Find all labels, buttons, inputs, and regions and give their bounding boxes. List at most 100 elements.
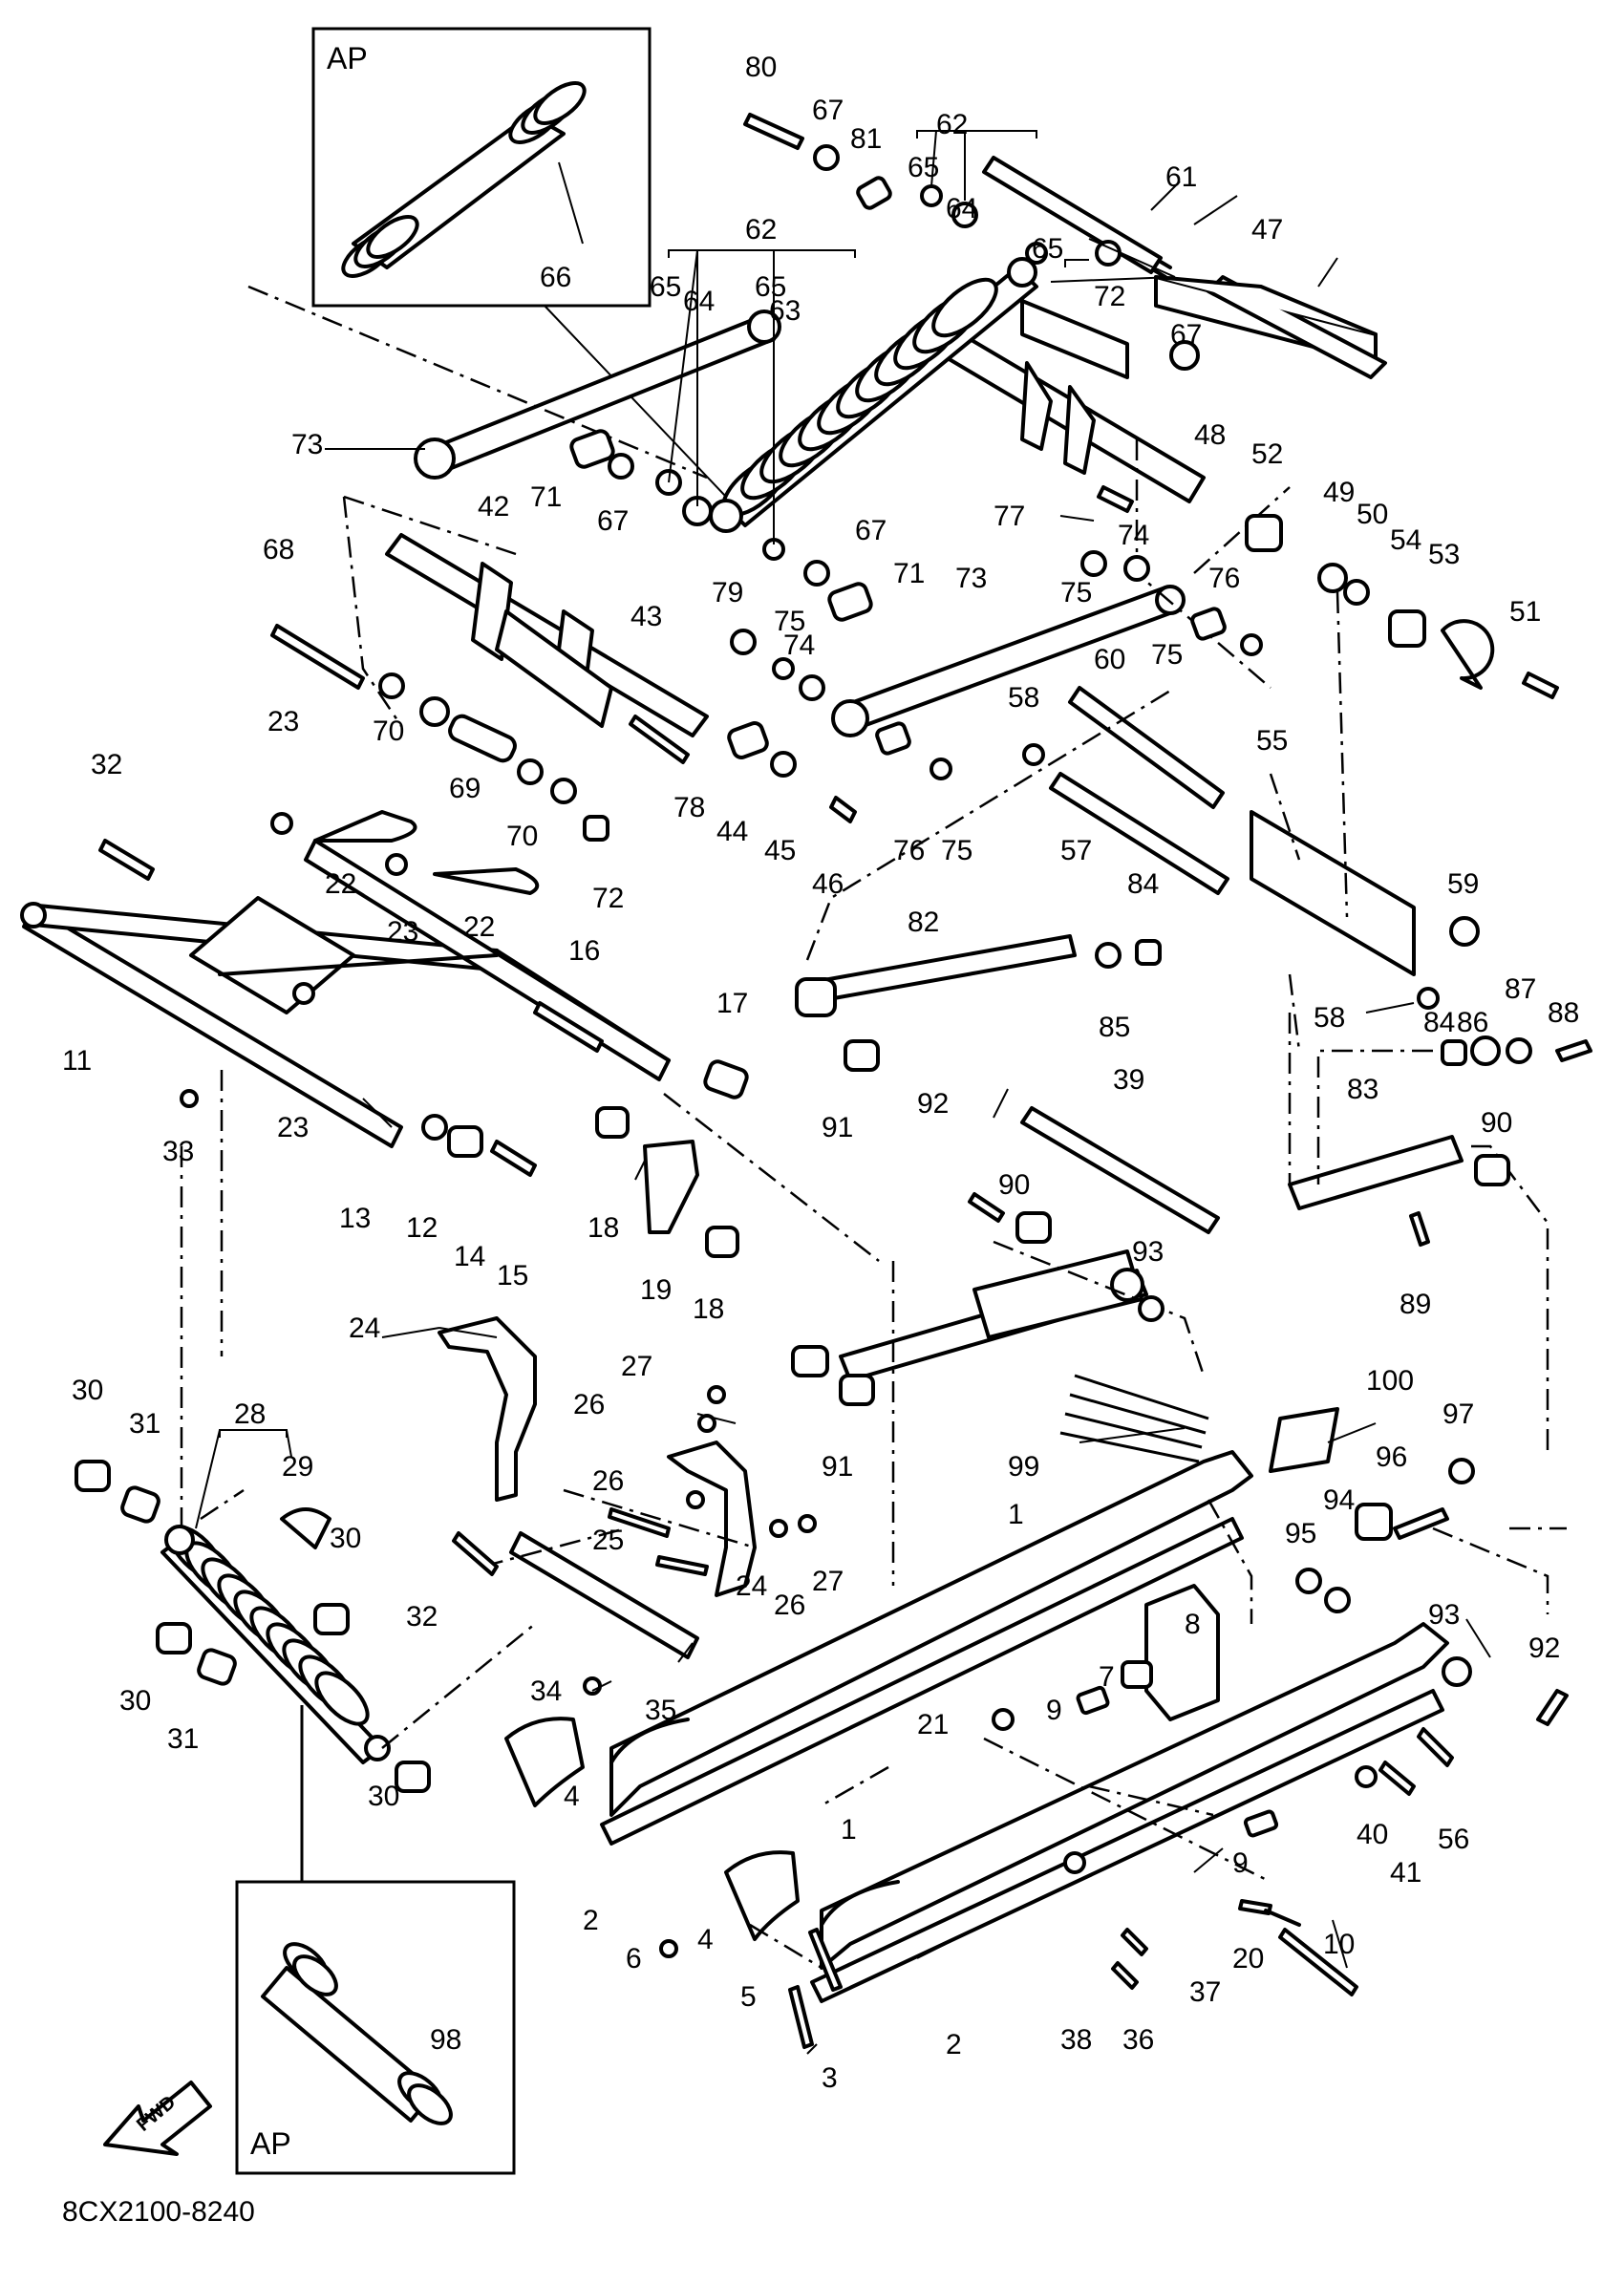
plate-9-b: [1243, 1809, 1279, 1838]
inset-ap-top-label: AP: [327, 41, 368, 75]
part-callout-61: 61: [1165, 161, 1197, 193]
washer-87: [1506, 1037, 1532, 1064]
washer-6: [659, 1939, 678, 1958]
washer-79: [730, 629, 757, 655]
part-callout-94: 94: [1323, 1484, 1355, 1516]
part-callout-64a: 64: [683, 286, 715, 317]
bushing-90-mid: [1015, 1211, 1052, 1244]
part-callout-4a: 4: [564, 1781, 580, 1812]
part-callout-67d: 67: [855, 515, 887, 546]
part-callout-23b: 23: [387, 916, 418, 948]
part-callout-24a: 24: [349, 1313, 380, 1344]
part-callout-23c: 23: [277, 1112, 309, 1143]
part-callout-26b: 26: [592, 1465, 624, 1497]
inset-ap-bottom-frame: [235, 1880, 516, 2175]
part-callout-2b: 2: [946, 2029, 962, 2060]
inset-ap-top: AP: [311, 27, 652, 308]
bolt-80: [743, 113, 804, 150]
part-callout-69: 69: [449, 773, 481, 804]
hook-22-b: [433, 867, 540, 895]
clip-29: [280, 1507, 331, 1549]
nut-23-top: [270, 812, 293, 835]
part-callout-59: 59: [1447, 868, 1479, 900]
part-callout-47: 47: [1251, 214, 1283, 245]
washer-58-top: [1022, 743, 1045, 766]
part-callout-34: 34: [530, 1676, 562, 1707]
part-callout-27a: 27: [621, 1351, 652, 1382]
nut-27-top: [707, 1385, 726, 1404]
part-callout-85: 85: [1099, 1012, 1130, 1043]
fwd-arrow: FWD: [103, 2081, 212, 2156]
part-callout-100: 100: [1366, 1365, 1414, 1397]
part-callout-76a: 76: [1208, 563, 1240, 594]
part-callout-67c: 67: [597, 505, 629, 537]
washer-85: [1095, 942, 1122, 969]
part-callout-62b: 62: [936, 109, 968, 140]
part-callout-13: 13: [339, 1203, 371, 1234]
bolt-25-b: [655, 1555, 709, 1576]
bushing-74-a: [799, 674, 825, 701]
part-callout-91a: 91: [822, 1112, 853, 1143]
bushing-18-a: [595, 1106, 630, 1139]
slide-rail-left: [600, 1450, 1253, 1846]
part-callout-74b: 74: [783, 630, 815, 661]
bracket-55: [1250, 810, 1416, 976]
part-callout-63: 63: [769, 295, 801, 327]
part-callout-74a: 74: [1118, 520, 1149, 551]
washer-45: [770, 751, 797, 778]
nut-59: [1449, 916, 1480, 947]
collar-52: [1245, 514, 1283, 552]
part-callout-40: 40: [1357, 1819, 1388, 1850]
part-callout-31a: 31: [129, 1408, 160, 1440]
part-callout-89: 89: [1400, 1289, 1431, 1320]
rivet-10: [1278, 1928, 1358, 1996]
nipple-89: [1409, 1211, 1430, 1247]
nut-97: [1448, 1458, 1475, 1484]
collar-31-a: [120, 1485, 160, 1524]
bolt-41: [1378, 1761, 1416, 1796]
part-callout-70a: 70: [373, 715, 404, 747]
bolt-46: [829, 796, 857, 823]
bracket-24-lower: [667, 1441, 757, 1597]
bolt-32-bottom: [452, 1531, 499, 1576]
bushing-30-d: [395, 1761, 431, 1793]
part-callout-2a: 2: [583, 1905, 599, 1936]
washer-94: [1324, 1587, 1351, 1613]
hardware: [75, 113, 1592, 2049]
washer-67-left: [608, 453, 634, 480]
rear-arm-assembly: [987, 160, 1387, 379]
part-callout-30d: 30: [368, 1781, 399, 1812]
part-callout-71a: 71: [530, 481, 562, 513]
collar-31-b: [197, 1648, 237, 1686]
part-callout-37: 37: [1189, 1976, 1221, 2008]
part-callout-32b: 32: [406, 1601, 438, 1633]
part-callout-15: 15: [497, 1260, 528, 1291]
bushing-64-a: [951, 202, 978, 228]
bolt-36: [1111, 1961, 1139, 1990]
part-callout-75c: 75: [1151, 639, 1183, 671]
part-callout-38: 38: [1060, 2024, 1092, 2056]
part-callout-26c: 26: [774, 1590, 805, 1621]
part-callout-76b: 76: [893, 835, 925, 866]
nut-72-mid: [583, 815, 609, 842]
part-callout-12: 12: [406, 1212, 438, 1244]
part-callout-30c: 30: [119, 1685, 151, 1717]
part-callout-98: 98: [430, 2024, 461, 2056]
part-callout-73b: 73: [955, 563, 987, 594]
washer-49: [1317, 563, 1348, 593]
part-callout-91b: 91: [822, 1451, 853, 1483]
shims-99-100: [1059, 1374, 1339, 1473]
nut-72-top: [1095, 240, 1122, 267]
part-callout-46: 46: [812, 868, 844, 900]
part-callout-39: 39: [1113, 1064, 1144, 1096]
part-callout-28: 28: [234, 1398, 266, 1430]
bracket-24-upper: [438, 1316, 537, 1502]
bushing-18-b: [705, 1226, 739, 1258]
bushing-91-bottom-b: [839, 1374, 875, 1406]
bolt-15: [490, 1140, 537, 1177]
bolt-77: [1097, 485, 1134, 513]
washer-67-top: [813, 144, 840, 171]
part-callout-24b: 24: [736, 1570, 767, 1602]
part-callout-41: 41: [1390, 1857, 1421, 1889]
part-callout-66: 66: [540, 262, 571, 293]
